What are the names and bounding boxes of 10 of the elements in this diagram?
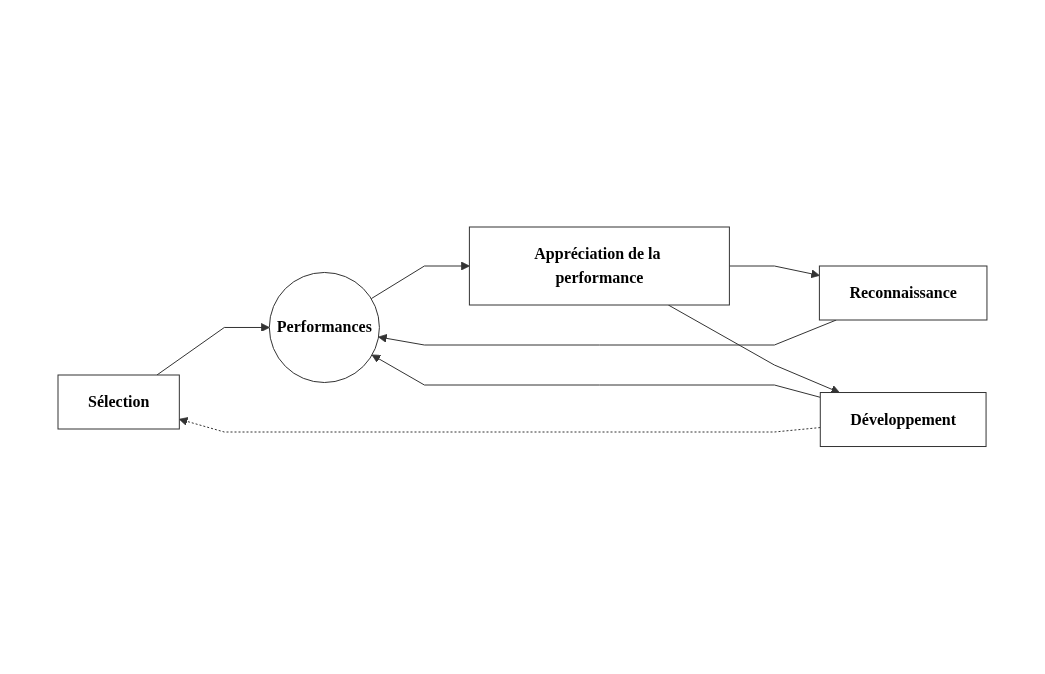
node-box: Développement <box>819 392 987 448</box>
arrow <box>156 323 270 376</box>
node-box: Sélection <box>57 374 180 430</box>
node-box: Reconnaissance <box>818 265 988 321</box>
node-circle: Performances <box>268 272 380 384</box>
arrow <box>178 417 821 433</box>
node-box: Appréciation de la performance <box>468 226 730 306</box>
arrow <box>728 265 820 279</box>
arrow <box>371 354 821 399</box>
arrow <box>370 261 470 300</box>
